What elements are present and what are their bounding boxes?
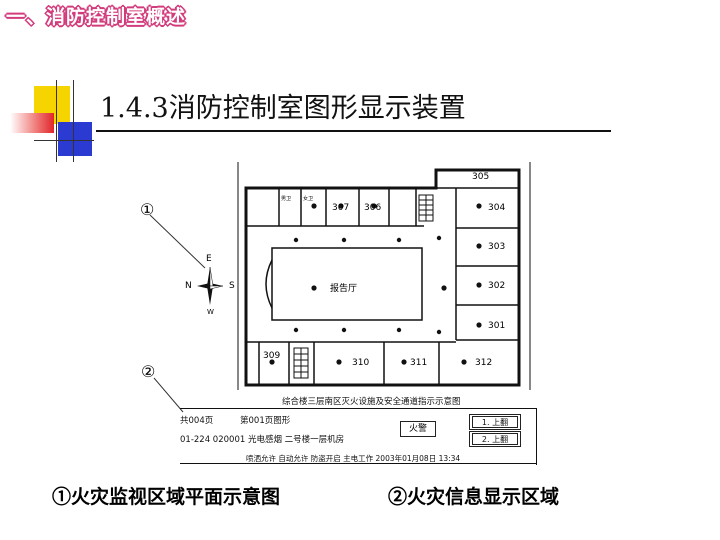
decor-blue-square xyxy=(58,122,92,156)
compass-n: N xyxy=(185,281,192,291)
info-panel-bottom-rule xyxy=(180,463,536,464)
room-311: 311 xyxy=(410,358,427,368)
info-panel xyxy=(180,408,537,465)
callout-two: ② xyxy=(141,362,156,381)
room-304: 304 xyxy=(488,203,505,213)
caption-left: ①火灾监视区域平面示意图 xyxy=(52,486,281,508)
page-down-label: 上翻 xyxy=(492,435,509,444)
room-307: 307 xyxy=(332,203,349,213)
section-title: 一、消防控制室概述 xyxy=(6,6,187,28)
room-301: 301 xyxy=(488,321,505,331)
page-up-label: 上翻 xyxy=(492,418,509,427)
alarm-indicator[interactable]: 火警 xyxy=(400,421,436,437)
page-down-inner: 2. 上翻 xyxy=(472,433,518,445)
room-310: 310 xyxy=(352,358,369,368)
compass: E N S W xyxy=(185,253,235,319)
status-line: 喷洒允许 自动允许 防盗开启 主电工作 2003年01月08日 13:34 xyxy=(246,454,461,463)
room-302: 302 xyxy=(488,281,505,291)
floor-plan: 307 306 305 304 303 302 301 309 310 311 … xyxy=(237,162,531,390)
compass-e: E xyxy=(206,254,212,264)
title-underline xyxy=(96,130,611,132)
compass-s: S xyxy=(229,281,235,291)
page-current: 第001页图形 xyxy=(240,416,291,426)
room-305: 305 xyxy=(472,172,489,182)
room-309: 309 xyxy=(263,351,280,361)
floor-plan-caption: 综合楼三层南区灭火设施及安全通道指示示意图 xyxy=(282,397,461,407)
room-small-1: 男卫 xyxy=(281,196,291,202)
room-312: 312 xyxy=(475,358,492,368)
stairs-top-right-icon xyxy=(418,194,434,222)
callout-one: ① xyxy=(140,200,155,219)
page-total: 共004页 xyxy=(180,416,214,426)
page-down-button[interactable]: 2. 上翻 xyxy=(469,431,521,447)
page-up-button[interactable]: 1. 上翻 xyxy=(469,414,521,430)
compass-w: W xyxy=(207,308,214,316)
page-down-num: 2. xyxy=(481,435,490,444)
room-303: 303 xyxy=(488,242,505,252)
stairs-bottom-left-icon xyxy=(293,347,309,379)
page-up-inner: 1. 上翻 xyxy=(472,416,518,428)
decor-vline-2 xyxy=(73,80,74,162)
hall-label: 报告厅 xyxy=(330,282,357,294)
page-up-num: 1. xyxy=(481,418,490,427)
room-small-2: 女卫 xyxy=(303,195,313,202)
alarm-label: 火警 xyxy=(408,424,427,434)
compass-rose-icon xyxy=(197,266,224,305)
slide-title: 1.4.3消防控制室图形显示装置 xyxy=(100,93,466,124)
decor-red-bar xyxy=(10,113,54,133)
event-line: 01-224 020001 光电感烟 二号楼一层机房 xyxy=(180,435,345,445)
caption-right: ②火灾信息显示区域 xyxy=(388,486,560,508)
room-306: 306 xyxy=(364,203,381,213)
decor-hline xyxy=(34,140,94,141)
decor-vline-1 xyxy=(56,80,57,162)
